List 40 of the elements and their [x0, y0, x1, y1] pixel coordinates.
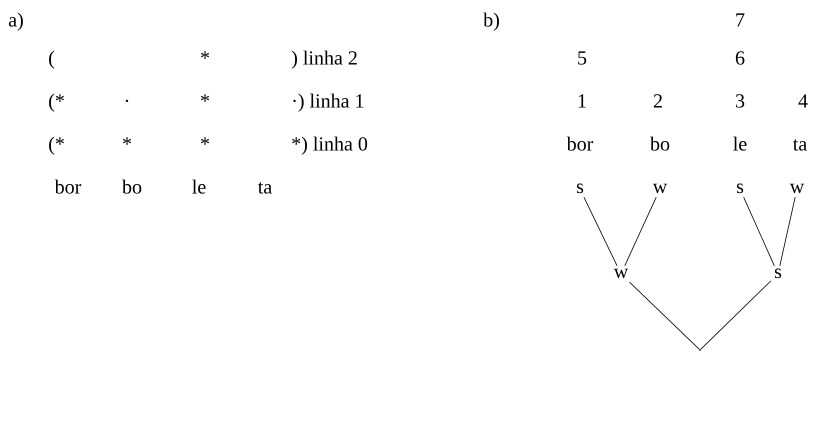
- tree-branch: [624, 196, 657, 266]
- syllable: bo: [650, 136, 670, 151]
- grid-text: *: [200, 51, 210, 59]
- grid-text: ·: [126, 100, 128, 102]
- syllable: bor: [54, 180, 82, 194]
- tree-label: s: [774, 268, 782, 278]
- grid-text: (*: [49, 94, 64, 112]
- tree-branch: [779, 196, 796, 266]
- grid-number: 6: [736, 51, 744, 65]
- tree-label: s: [576, 184, 584, 194]
- tree-branch: [743, 196, 775, 266]
- grid-text: (*: [49, 136, 64, 155]
- syllable: ta: [258, 182, 272, 194]
- grid-text: ) linha 2: [292, 50, 357, 69]
- tree-branch: [584, 196, 618, 266]
- tree-label: s: [736, 184, 744, 194]
- panel-letter: a): [8, 12, 23, 31]
- tree-branch: [629, 282, 700, 350]
- syllable: bor: [566, 136, 594, 151]
- syllable: le: [733, 136, 747, 151]
- grid-number: 1: [578, 94, 586, 108]
- grid-number: 4: [798, 94, 808, 108]
- tree-label: w: [652, 184, 668, 194]
- syllable: bo: [122, 180, 142, 194]
- grid-text: ·) linha 1: [293, 94, 364, 112]
- grid-text: *) linha 0: [292, 136, 368, 155]
- grid-text: *: [200, 137, 210, 145]
- syllable: le: [192, 180, 206, 194]
- syllable: ta: [792, 139, 807, 151]
- tree-label: w: [614, 268, 628, 278]
- grid-number: 5: [578, 51, 586, 65]
- grid-text: *: [200, 94, 210, 102]
- tree-label: w: [790, 184, 804, 194]
- grid-text: *: [122, 137, 132, 145]
- grid-number: 2: [654, 94, 662, 108]
- grid-number: 3: [736, 94, 744, 108]
- grid-text: (: [49, 50, 54, 69]
- grid-number: 7: [736, 13, 744, 26]
- tree-branch: [700, 280, 772, 350]
- panel-letter: b): [483, 12, 499, 31]
